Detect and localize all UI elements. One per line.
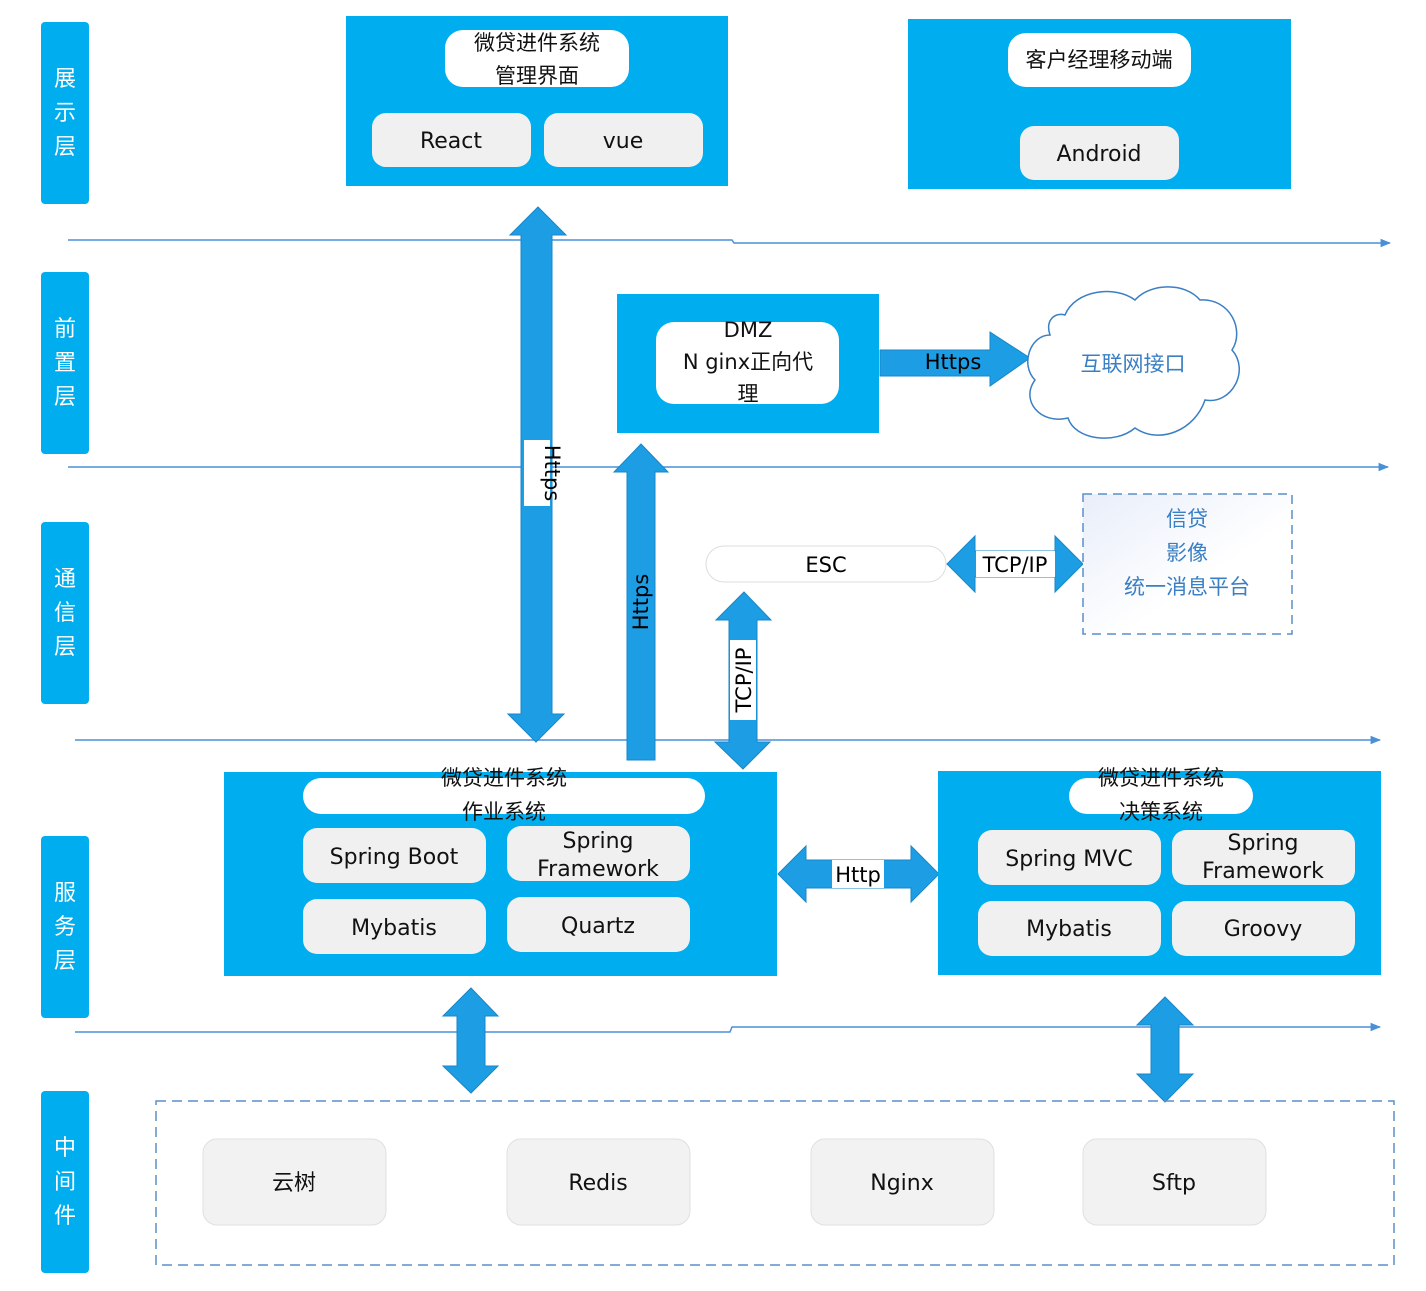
layer-label-2: 通信层 (54, 567, 76, 660)
external-platform-label: 信贷影像统一消息平台 (1124, 507, 1250, 599)
ops-title: 微贷进件系统作业系统 (441, 766, 567, 824)
layer-label-bg-0 (41, 22, 89, 204)
decision-label-mybatis: Mybatis (1026, 917, 1112, 942)
https-admin-label-bg (524, 440, 550, 506)
react-pill (372, 113, 531, 167)
ops-title-pill (303, 778, 705, 814)
vue-pill (544, 113, 703, 167)
middleware-arrow-left (441, 987, 500, 1094)
middleware-container (155, 1100, 1395, 1266)
middleware-items: 云树 Redis Nginx Sftp (202, 1138, 1267, 1226)
layer-label-bg-4 (41, 1091, 89, 1273)
middleware-pill-0 (202, 1138, 387, 1226)
admin-ui-title-pill (445, 30, 629, 87)
ops-pill-spring-framework (507, 826, 690, 881)
ops-label-quartz: Quartz (561, 914, 635, 939)
middleware-label-2: Nginx (870, 1171, 934, 1196)
decision-label-spring-mvc: Spring MVC (1005, 847, 1132, 872)
esc-label: ESC (805, 553, 846, 577)
tcpip-external-label-bg (976, 551, 1055, 577)
android-pill (1020, 126, 1179, 180)
https-arrow-dmz (612, 443, 670, 761)
layer-separators (68, 238, 1392, 1033)
ops-pill-quartz (507, 897, 690, 952)
middleware-pill-2 (810, 1138, 995, 1226)
layer-label-bg-1 (41, 272, 89, 454)
ops-label-spring-boot: Spring Boot (330, 845, 459, 870)
mobile-title: 客户经理移动端 (1026, 48, 1173, 72)
dmz-pill (656, 322, 839, 404)
https-arrow-internet (879, 331, 1031, 387)
https-dmz-label: Https (629, 574, 653, 631)
middleware-label-1: Redis (568, 1171, 627, 1196)
layer-label-0: 展示层 (54, 67, 76, 160)
separator-line-4 (75, 1022, 1382, 1033)
tcpip-external-label: TCP/IP (982, 553, 1048, 577)
admin-ui-title: 微贷进件系统管理界面 (474, 31, 600, 88)
mobile-title-pill (1008, 33, 1191, 87)
layer-label-4: 中间件 (54, 1136, 76, 1229)
layer-label-3: 服务层 (54, 881, 76, 974)
react-label: React (420, 129, 482, 154)
external-platform-box (1082, 493, 1293, 635)
decision-pill-spring-framework (1172, 830, 1355, 885)
middleware-label-0: 云树 (272, 1171, 316, 1196)
middleware-label-3: Sftp (1152, 1171, 1196, 1196)
http-label: Http (835, 863, 881, 887)
internet-cloud (1027, 286, 1240, 439)
layer-label-1: 前置层 (54, 317, 76, 410)
decision-pill-spring-mvc (978, 830, 1161, 885)
middleware-arrow-right (1135, 996, 1195, 1103)
ops-label-mybatis: Mybatis (351, 916, 437, 941)
esc-pill (705, 545, 947, 583)
https-internet-label: Https (925, 350, 982, 374)
layer-label-bg-3 (41, 836, 89, 1018)
vue-label: vue (603, 129, 644, 154)
decision-pill-mybatis (978, 901, 1161, 956)
middleware-pill-1 (506, 1138, 691, 1226)
layer-label-bg-2 (41, 522, 89, 704)
decision-label-groovy: Groovy (1224, 917, 1303, 942)
ops-pill-mybatis (303, 899, 486, 954)
http-label-bg (832, 860, 884, 888)
middleware-pill-3 (1082, 1138, 1267, 1226)
tcpip-esc-label-bg (730, 640, 756, 720)
https-admin-label: Https (540, 445, 564, 502)
android-label: Android (1056, 142, 1141, 167)
decision-title-pill (1069, 778, 1253, 814)
decision-title: 微贷进件系统决策系统 (1098, 766, 1224, 824)
internet-label: 互联网接口 (1081, 352, 1186, 376)
decision-pill-groovy (1172, 901, 1355, 956)
separator-line-1 (68, 238, 1392, 248)
tcpip-esc-label: TCP/IP (732, 648, 756, 714)
ops-pill-spring-boot (303, 828, 486, 883)
